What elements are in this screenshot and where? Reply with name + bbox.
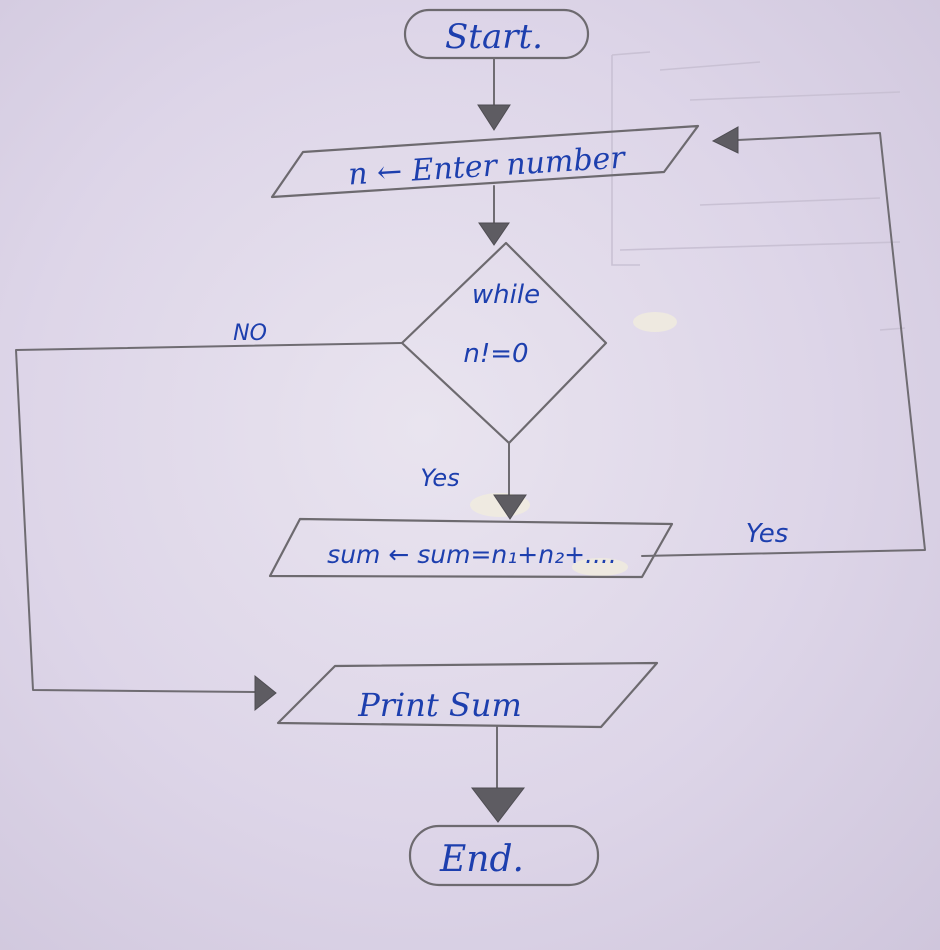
end-label: End. (439, 839, 524, 880)
condition-line1: while (472, 280, 540, 310)
arrowhead-down-icon (493, 494, 527, 520)
yes-loop-connector: Yes (641, 126, 926, 557)
end-shape (408, 824, 600, 887)
arrow-start-to-input (477, 57, 511, 131)
process-parallelogram: sum ← sum=n₁+n₂+.... (268, 517, 674, 579)
arrow-output-to-end (470, 726, 526, 823)
start-shape (403, 8, 590, 60)
decision-diamond: while n!=0 (400, 241, 608, 445)
arrowhead-down-icon (470, 787, 526, 823)
paper-smudge (633, 312, 677, 332)
yes-label-down: Yes (420, 464, 459, 492)
arrowhead-right-icon (254, 674, 277, 712)
input-parallelogram: n ← Enter number (270, 124, 700, 199)
yes-loop-line (641, 132, 926, 557)
paper-smudge (572, 558, 628, 576)
output-parallelogram: Print Sum (276, 661, 659, 729)
condition-line2: n!=0 (463, 339, 528, 369)
arrowhead-down-icon (478, 222, 510, 246)
arrow-decision-to-process: Yes (420, 442, 527, 520)
process-shape (268, 517, 674, 579)
bleed-through-marks (611, 51, 906, 331)
output-label: Print Sum (357, 686, 522, 724)
process-label: sum ← sum=n₁+n₂+.... (327, 540, 617, 569)
no-branch-connector: NO (15, 321, 403, 712)
start-label: Start. (445, 17, 543, 57)
arrow-input-to-decision (478, 185, 510, 246)
start-terminator: Start. (403, 8, 590, 60)
no-label: NO (233, 321, 267, 346)
input-label: n ← Enter number (347, 140, 627, 192)
no-branch-line (15, 342, 403, 693)
output-shape (276, 661, 659, 729)
arrowhead-down-icon (477, 104, 511, 131)
end-terminator: End. (408, 824, 600, 887)
input-shape (270, 124, 700, 199)
yes-label-loop: Yes (746, 519, 789, 549)
arrowhead-left-icon (711, 126, 739, 154)
